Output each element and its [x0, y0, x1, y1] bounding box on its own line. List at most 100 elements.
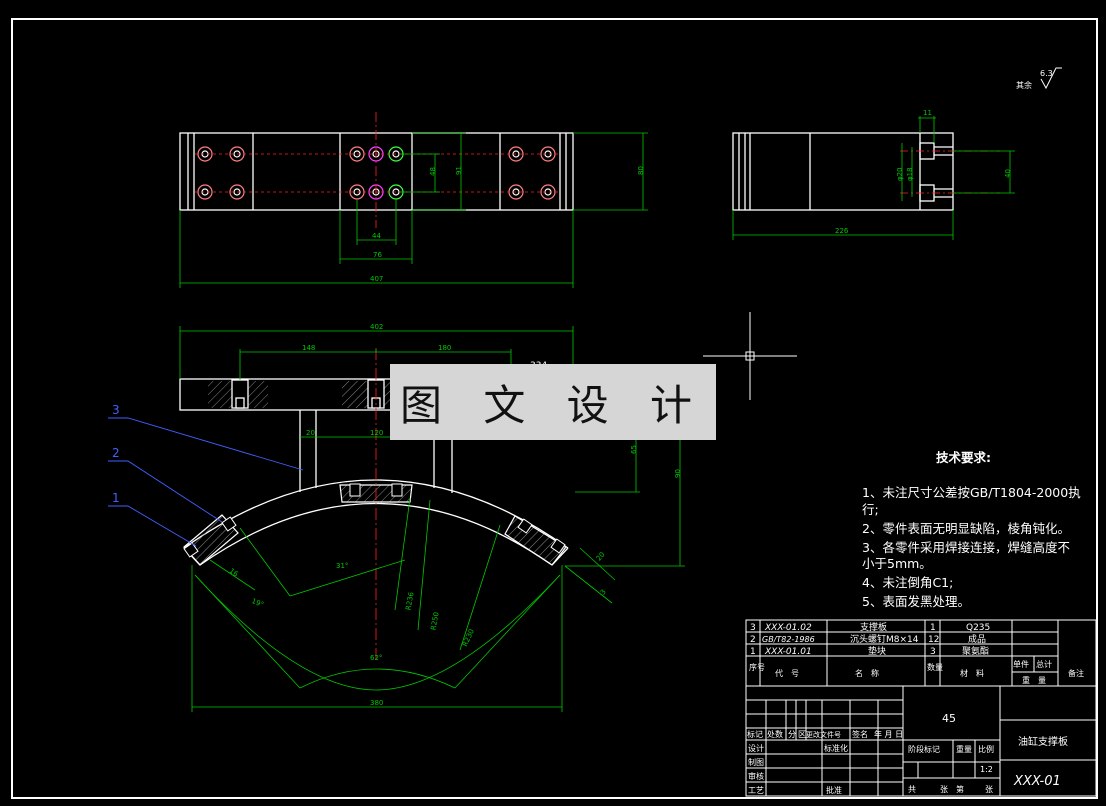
- svg-text:工艺: 工艺: [748, 786, 764, 795]
- svg-text:区: 区: [798, 730, 806, 739]
- side-view-dims: [732, 116, 1015, 240]
- pads: [183, 484, 567, 566]
- svg-text:XXX-01.01: XXX-01.01: [764, 647, 812, 657]
- svg-text:标准化: 标准化: [824, 743, 848, 753]
- dim-91: 91: [455, 166, 463, 175]
- cad-crosshair-icon: [703, 312, 797, 400]
- title-material: 45: [942, 712, 956, 725]
- dim-r236: R236: [405, 591, 416, 611]
- tech-item: 5、表面发黑处理。: [862, 594, 970, 610]
- dim-65: 65: [630, 445, 638, 454]
- svg-text:张: 张: [985, 785, 993, 794]
- balloon-1: 1: [112, 491, 120, 505]
- svg-text:序号: 序号: [749, 662, 765, 672]
- dim-31deg: 31°: [336, 562, 348, 570]
- svg-text:张: 张: [940, 785, 948, 794]
- scale-value: 1:2: [980, 765, 993, 774]
- svg-text:备注: 备注: [1068, 668, 1084, 678]
- svg-text:名 称: 名 称: [855, 668, 879, 678]
- svg-text:3: 3: [750, 623, 756, 633]
- svg-text:1: 1: [930, 623, 936, 633]
- svg-text:共: 共: [908, 785, 916, 794]
- tech-item: 1、未注尺寸公差按GB/T1804-2000执行;: [862, 484, 1081, 517]
- side-view: [732, 132, 954, 211]
- top-view-dims: [179, 132, 648, 288]
- svg-text:代 号: 代 号: [775, 668, 799, 678]
- dim-20b: 20: [595, 551, 607, 563]
- svg-text:6.3: 6.3: [1040, 69, 1053, 78]
- dim-20: 20: [306, 429, 315, 437]
- svg-text:数量: 数量: [927, 662, 943, 672]
- svg-text:单件: 单件: [1013, 659, 1029, 669]
- front-view-dims: [179, 326, 685, 712]
- dim-44: 44: [372, 232, 381, 240]
- svg-text:分: 分: [788, 730, 796, 739]
- svg-text:第: 第: [956, 784, 964, 794]
- dim-11: 11: [923, 109, 932, 117]
- top-view-holes: [195, 112, 560, 228]
- bom-row: 2 GB/T82-1986 沉头螺钉M8×14 12 成品: [750, 633, 986, 645]
- dim-19deg: 19°: [250, 597, 264, 609]
- dim-phi18: φ18: [906, 167, 914, 181]
- dim-226: 226: [835, 227, 849, 235]
- technical-requirements: 技术要求: 1、未注尺寸公差按GB/T1804-2000执行; 2、零件表面无明…: [862, 450, 1082, 613]
- dim-16: 16: [228, 567, 240, 579]
- dim-3: 3: [599, 588, 608, 597]
- svg-text:材 料: 材 料: [960, 668, 984, 678]
- top-view: [179, 132, 574, 211]
- part-name: 油缸支撑板: [1018, 735, 1068, 748]
- dim-phi20: φ20: [896, 167, 904, 181]
- svg-text:更改文件号: 更改文件号: [806, 730, 841, 739]
- drawing-number: XXX-01: [1013, 774, 1061, 789]
- svg-text:总计: 总计: [1036, 659, 1052, 669]
- svg-text:3: 3: [930, 647, 936, 657]
- dim-120: 120: [370, 429, 383, 437]
- bom-header: 序号 代 号 名 称 数量 材 料 单件 总计 重 量 备注: [749, 659, 1084, 685]
- svg-text:审核: 审核: [748, 771, 764, 781]
- balloon-3: 3: [112, 403, 120, 417]
- dim-80: 80: [637, 166, 645, 175]
- dim-62deg: 62°: [370, 654, 382, 662]
- dim-407: 407: [370, 275, 383, 283]
- balloon-2: 2: [112, 446, 120, 460]
- svg-text:比例: 比例: [978, 744, 994, 754]
- dim-90: 90: [674, 469, 682, 478]
- dim-148: 148: [302, 344, 315, 352]
- tech-item: 4、未注倒角C1;: [862, 575, 954, 591]
- part-balloons: [108, 417, 304, 547]
- dim-402: 402: [370, 323, 383, 331]
- svg-text:XXX-01.02: XXX-01.02: [764, 623, 812, 633]
- bom-row: 3 XXX-01.02 支撑板 1 Q235: [750, 621, 990, 633]
- svg-text:制图: 制图: [748, 757, 764, 767]
- drawing-border: [11, 18, 1098, 799]
- svg-text:成品: 成品: [968, 633, 986, 645]
- title-block: [745, 685, 1097, 797]
- svg-text:12: 12: [928, 635, 939, 645]
- pad-screws: [183, 483, 566, 558]
- svg-text:签名: 签名: [852, 729, 868, 739]
- svg-text:重 量: 重 量: [1022, 675, 1046, 685]
- dim-48: 48: [429, 167, 437, 176]
- svg-text:1: 1: [750, 647, 756, 657]
- dim-r250: R250: [430, 611, 441, 630]
- svg-text:沉头螺钉M8×14: 沉头螺钉M8×14: [850, 634, 919, 645]
- tech-item: 2、零件表面无明显缺陷，棱角钝化。: [862, 520, 1070, 536]
- svg-text:批准: 批准: [826, 785, 842, 795]
- dim-40: 40: [1004, 169, 1012, 178]
- svg-text:设计: 设计: [748, 743, 764, 753]
- svg-text:GB/T82-1986: GB/T82-1986: [762, 635, 815, 644]
- svg-text:其余: 其余: [1016, 80, 1032, 90]
- roughness-symbol: 其余 6.3: [1016, 67, 1062, 90]
- dim-180: 180: [438, 344, 451, 352]
- tech-item: 3、各零件采用焊接连接，焊缝高度不小于5mm。: [862, 539, 1070, 572]
- svg-text:Q235: Q235: [966, 623, 990, 633]
- bom-row: 1 XXX-01.01 垫块 3 聚氨酯: [750, 645, 989, 657]
- svg-text:垫块: 垫块: [868, 645, 886, 657]
- watermark: 图 文 设 计: [390, 364, 716, 440]
- tech-title: 技术要求:: [936, 450, 991, 465]
- svg-text:处数: 处数: [767, 729, 783, 739]
- svg-text:标记: 标记: [747, 729, 763, 739]
- svg-text:聚氨酯: 聚氨酯: [962, 645, 989, 657]
- svg-text:重量: 重量: [956, 744, 972, 754]
